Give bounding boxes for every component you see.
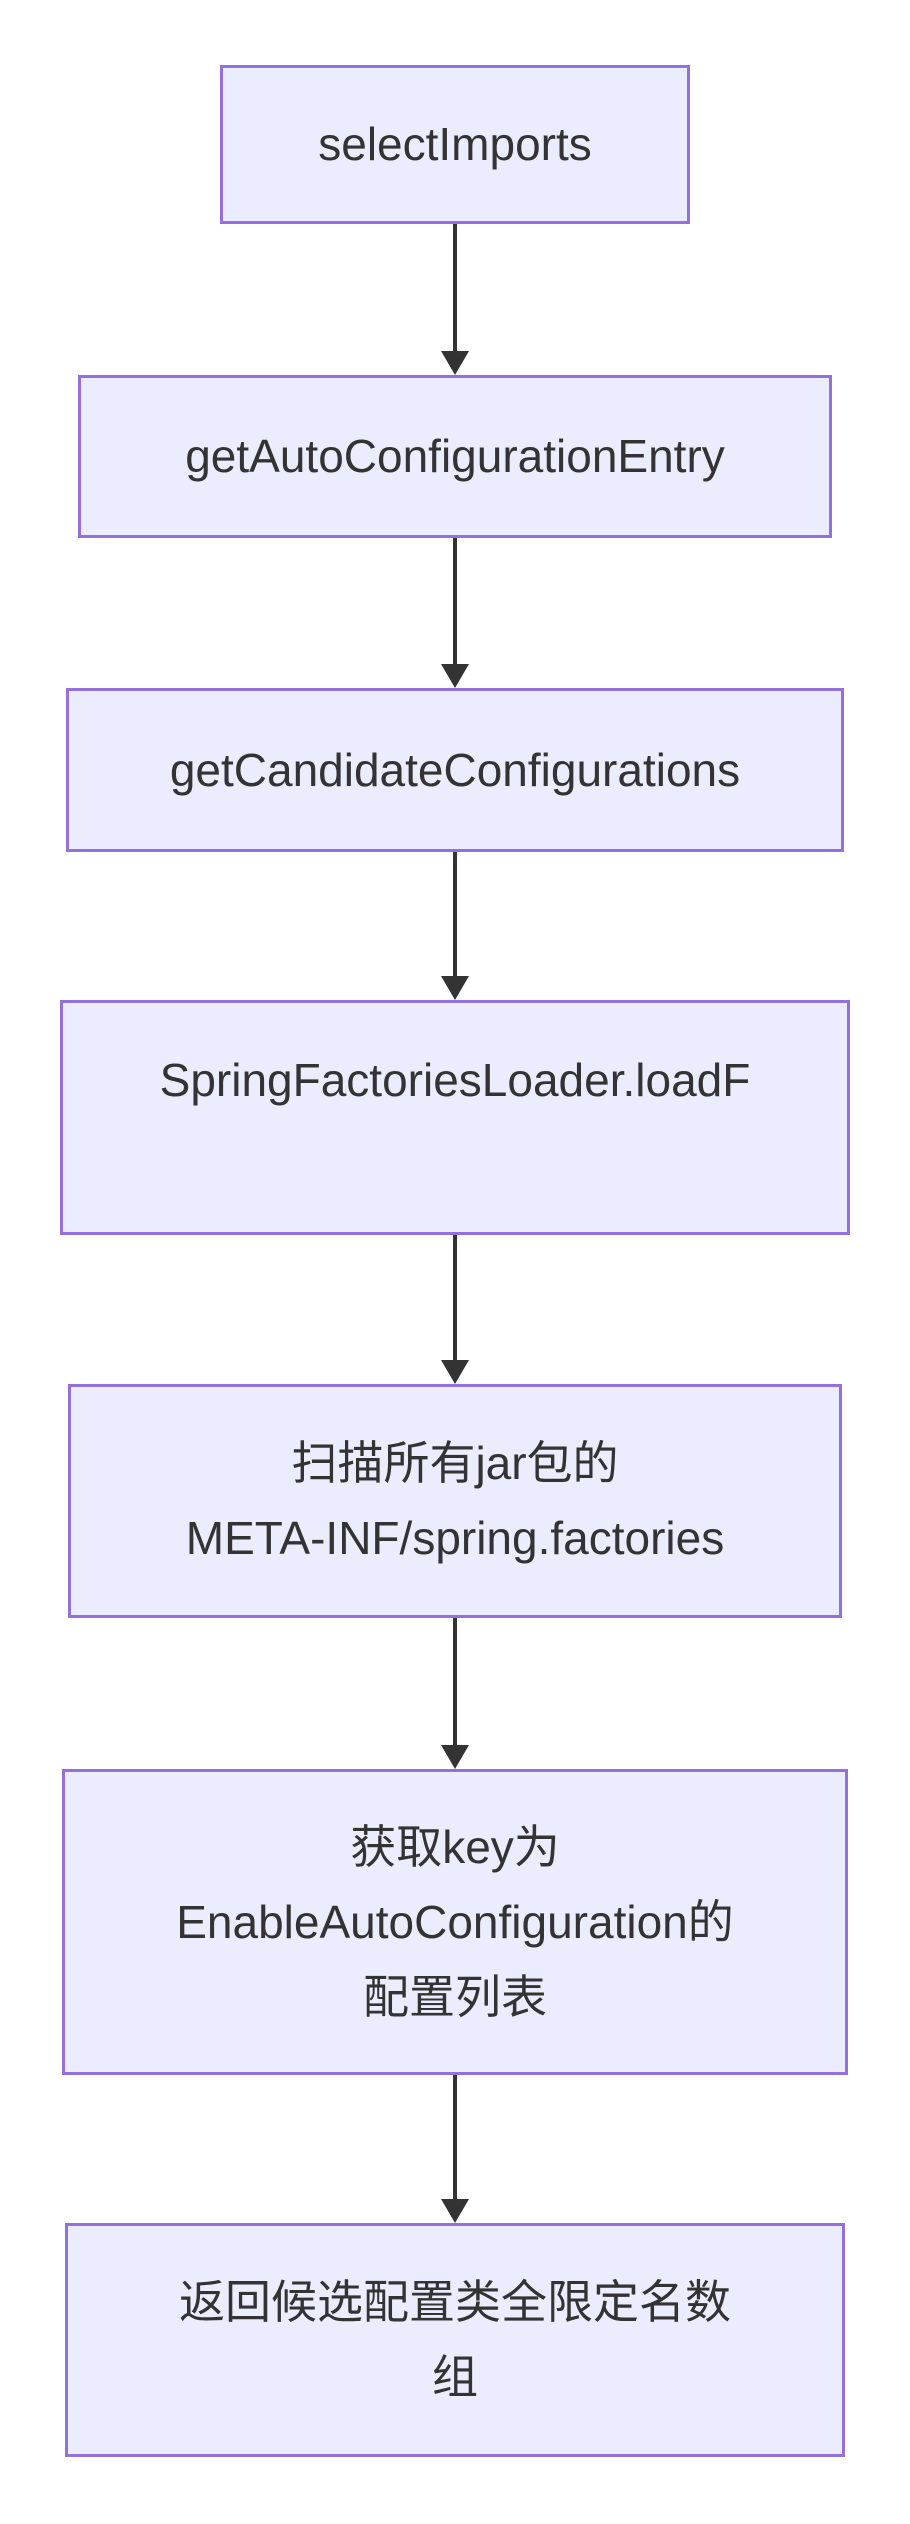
arrowhead-down-icon — [441, 2199, 469, 2223]
node-label: 扫描所有jar包的 META-INF/spring.factories — [185, 1437, 725, 1564]
node-label: 获取key为 EnableAutoConfiguration的 配置列表 — [176, 1820, 734, 2023]
node-label: getCandidateConfigurations — [169, 743, 741, 796]
edge-line — [453, 852, 457, 979]
node-label: getAutoConfigurationEntry — [185, 430, 725, 482]
node-label: 返回候选配置类全限定名数 组 — [179, 2276, 731, 2403]
edge-line — [453, 1618, 457, 1748]
flowchart-node-selectimports: selectImports — [220, 65, 690, 224]
flowchart-node-return-candidate-names: 返回候选配置类全限定名数 组 — [65, 2223, 845, 2457]
flowchart-node-getcandidateconfigurations: getCandidateConfigurations — [66, 688, 844, 852]
arrowhead-down-icon — [441, 351, 469, 375]
arrowhead-down-icon — [441, 1360, 469, 1384]
arrowhead-down-icon — [441, 1745, 469, 1769]
edge-line — [453, 538, 457, 667]
edge-line — [453, 1235, 457, 1363]
arrowhead-down-icon — [441, 664, 469, 688]
arrowhead-down-icon — [441, 976, 469, 1000]
flowchart-node-getautoconfigurationentry: getAutoConfigurationEntry — [78, 375, 832, 538]
edge-line — [453, 2075, 457, 2202]
edge-line — [453, 224, 457, 354]
node-label: SpringFactoriesLoader.loadF — [159, 1053, 751, 1106]
node-label: selectImports — [318, 118, 592, 170]
flowchart-node-springfactoriesloader: SpringFactoriesLoader.loadF — [60, 1000, 850, 1235]
flowchart-node-get-enableautoconfiguration-list: 获取key为 EnableAutoConfiguration的 配置列表 — [62, 1769, 848, 2075]
flowchart-node-scan-jar-factories: 扫描所有jar包的 META-INF/spring.factories — [68, 1384, 842, 1618]
